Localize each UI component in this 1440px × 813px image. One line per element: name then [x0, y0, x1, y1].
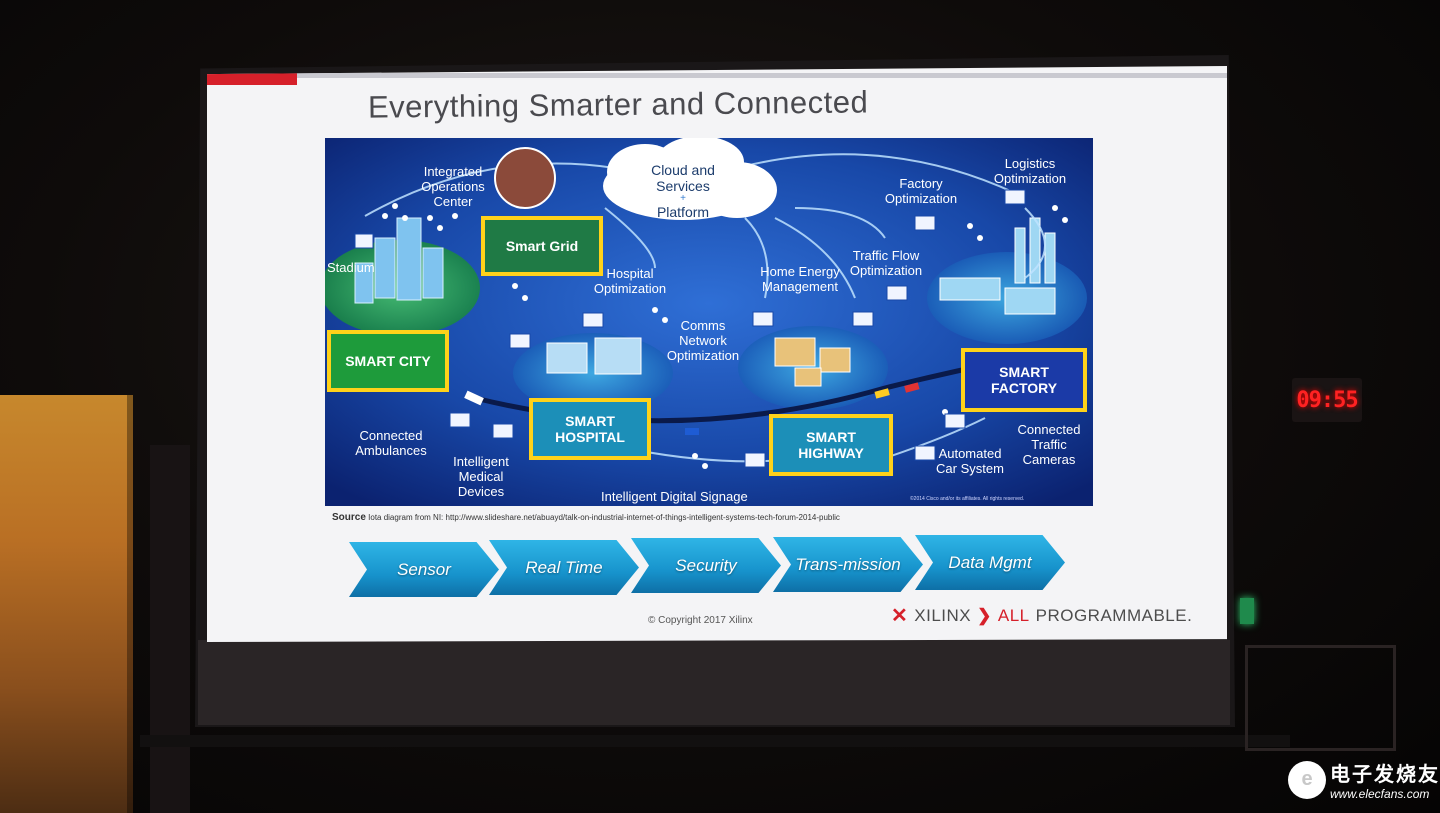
- comms-network-label: Comms Network Optimization: [666, 318, 740, 363]
- stadium-label: Stadium: [327, 260, 375, 275]
- diagram-copyright: ©2014 Cisco and/or its affiliates. All r…: [910, 496, 1025, 502]
- cloud-line-1: Cloud and: [651, 162, 715, 178]
- iot-diagram: Cloud and Services + Platform Smart Grid…: [325, 138, 1093, 506]
- chevron-transmission: Trans-mission: [773, 537, 923, 592]
- home-energy-label: Home Energy Management: [760, 264, 840, 294]
- brand-footer: ✕ XILINX ❯ ALL PROGRAMMABLE.: [891, 603, 1192, 628]
- operations-center-photo: [494, 147, 556, 209]
- cloud-label: Cloud and Services + Platform: [633, 162, 733, 220]
- wall-frame: [1245, 645, 1396, 751]
- led-clock: 09:55: [1292, 378, 1362, 422]
- brand-arrow-icon: ❯: [977, 605, 992, 625]
- smart-city-highlight: SMART CITY: [327, 330, 449, 392]
- logistics-opt-label: Logistics Optimization: [993, 156, 1067, 186]
- chevron-real-time: Real Time: [489, 540, 639, 595]
- source-text: Iota diagram from NI: http://www.slidesh…: [368, 513, 840, 522]
- hospital-buildings: [546, 337, 642, 375]
- traffic-flow-label: Traffic Flow Optimization: [849, 248, 923, 278]
- watermark-url: www.elecfans.com: [1330, 787, 1430, 801]
- factory-buildings: [939, 217, 1056, 315]
- connected-cameras-label: Connected Traffic Cameras: [1017, 422, 1081, 467]
- smart-factory-highlight: SMART FACTORY: [961, 348, 1087, 412]
- slide-top-line: [297, 73, 1227, 78]
- device-nodes: [354, 189, 1026, 468]
- brand-name: XILINX: [914, 605, 972, 625]
- screen-stand: [150, 445, 190, 813]
- screen-lower-area: [198, 640, 1230, 725]
- factory-opt-label: Factory Optimization: [884, 176, 958, 206]
- source-citation: Source Iota diagram from NI: http://www.…: [332, 512, 840, 523]
- presentation-slide: Everything Smarter and Connected: [207, 66, 1227, 642]
- digital-signage-label: Intelligent Digital Signage: [601, 489, 748, 504]
- watermark: e 电子发烧友 www.elecfans.com: [1288, 758, 1440, 801]
- chevron-sensor: Sensor: [349, 542, 499, 597]
- cloud-plus: +: [680, 193, 686, 204]
- connected-ambulances-label: Connected Ambulances: [355, 428, 427, 458]
- slide-title: Everything Smarter and Connected: [367, 84, 869, 125]
- slide-copyright: © Copyright 2017 Xilinx: [648, 615, 753, 626]
- watermark-text: 电子发烧友 www.elecfans.com: [1330, 758, 1440, 801]
- slide-accent-bar: [207, 73, 297, 85]
- city-buildings: [354, 217, 444, 304]
- exit-sign: [1240, 598, 1254, 624]
- chevron-security: Security: [631, 538, 781, 593]
- automated-car-label: Automated Car System: [936, 446, 1004, 476]
- xilinx-logo-icon: ✕: [891, 605, 909, 627]
- chevron-data-mgmt: Data Mgmt: [915, 535, 1065, 590]
- integrated-ops-label: Integrated Operations Center: [421, 164, 485, 209]
- screen-base-bar: [140, 735, 1290, 747]
- watermark-logo-icon: e: [1288, 760, 1326, 799]
- stage-side-panel: [0, 395, 133, 813]
- cloud-line-2: Services: [656, 178, 710, 194]
- home-buildings: [774, 337, 851, 387]
- brand-all: ALL: [997, 605, 1030, 625]
- diagram-artwork: [325, 138, 1093, 506]
- smart-highway-highlight: SMART HIGHWAY: [769, 414, 893, 476]
- watermark-title: 电子发烧友: [1330, 764, 1440, 786]
- source-label: Source: [332, 512, 366, 523]
- intelligent-medical-label: Intelligent Medical Devices: [453, 454, 509, 499]
- chevron-flow: Sensor Real Time Security Trans-mission …: [349, 534, 1079, 597]
- brand-tail: PROGRAMMABLE.: [1035, 605, 1193, 625]
- smart-grid-highlight: Smart Grid: [481, 216, 603, 276]
- cloud-shape: [603, 138, 777, 220]
- cloud-line-3: Platform: [656, 204, 710, 220]
- smart-hospital-highlight: SMART HOSPITAL: [529, 398, 651, 460]
- hospital-opt-label: Hospital Optimization: [593, 266, 667, 296]
